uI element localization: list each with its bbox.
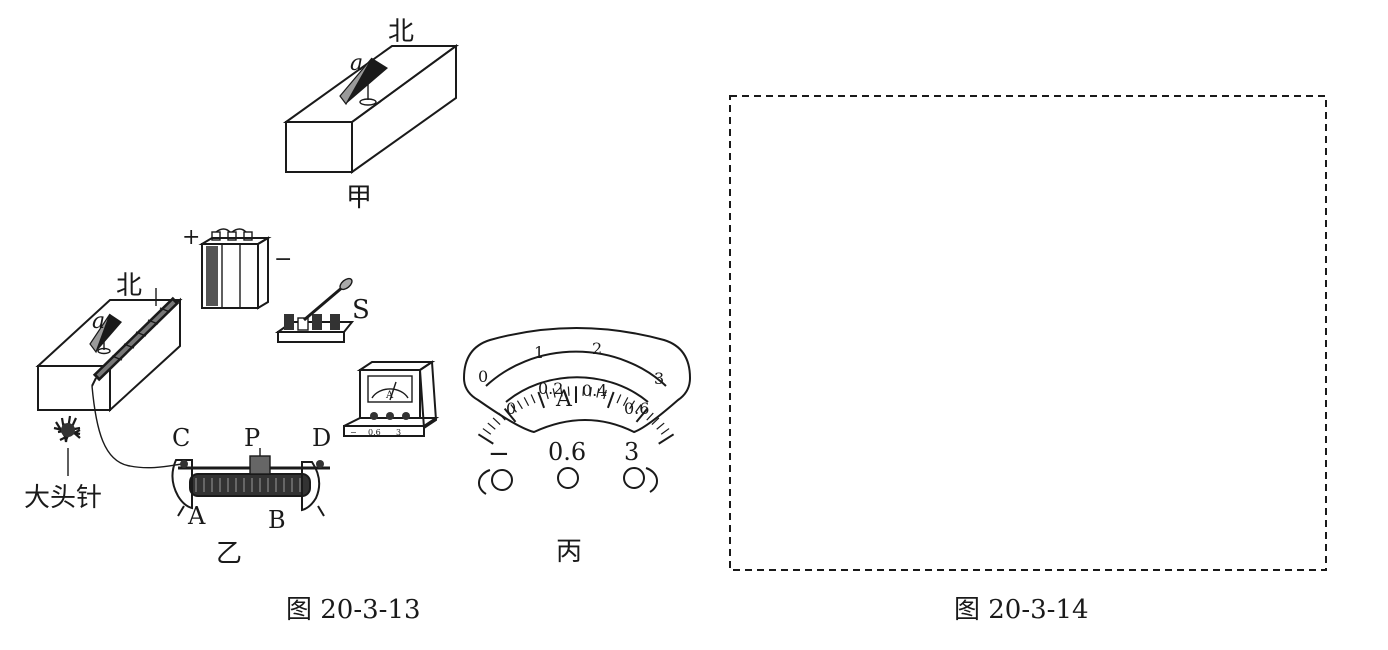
dial-face <box>462 327 692 434</box>
small-ammeter <box>343 360 440 437</box>
dial-tick <box>487 422 496 430</box>
dial-tick <box>646 412 654 421</box>
rheostat <box>171 448 330 517</box>
figure-yi: a 北 大头针 + − <box>24 225 440 569</box>
outer-scale-2: 2 <box>592 339 602 358</box>
dial-tick <box>656 422 665 430</box>
inner-scale-02: 0.2 <box>538 379 563 398</box>
pins-cluster <box>53 415 81 476</box>
caption-left: 图 20-3-13 <box>286 595 421 625</box>
needle-label-jia: a <box>350 51 363 76</box>
dial-tick <box>635 404 642 413</box>
answer-box[interactable] <box>729 95 1327 571</box>
switch-label: S <box>352 295 370 325</box>
label-jia: 甲 <box>346 183 372 213</box>
rheostat-terminal-B: B <box>268 506 286 534</box>
terminal-neg-hook <box>477 469 491 495</box>
small-meter-unit: A <box>385 390 394 401</box>
dial-tick <box>530 394 536 404</box>
rheostat-terminal-D: D <box>312 424 331 452</box>
battery-minus-label: − <box>274 247 292 272</box>
needle-label-yi: a <box>92 309 105 334</box>
dial-arc-inner <box>505 376 649 403</box>
figure-jia: a 北 甲 <box>282 17 460 213</box>
rheostat-terminal-C: C <box>172 424 190 452</box>
dial-tick <box>523 397 530 407</box>
dial-tick <box>545 389 549 400</box>
outer-scale-3: 3 <box>654 369 664 388</box>
pins-label: 大头针 <box>24 483 102 513</box>
outer-scale-0: 0 <box>478 367 488 386</box>
outer-scale-1: 1 <box>534 343 544 362</box>
terminal-label-3: 3 <box>624 438 639 466</box>
terminal-3-hook <box>645 467 659 493</box>
dial-tick <box>616 394 622 404</box>
connecting-wire <box>91 385 183 469</box>
block-jia <box>282 44 460 174</box>
inner-scale-04: 0.4 <box>582 381 607 400</box>
label-bing: 丙 <box>556 537 582 567</box>
terminal-3 <box>623 467 645 489</box>
dial-tick <box>503 407 517 423</box>
battery-plus-label: + <box>182 225 200 250</box>
dial-tick <box>567 386 570 396</box>
dial-ticks <box>477 386 675 445</box>
battery <box>198 228 272 310</box>
dial-tick <box>516 400 523 410</box>
dial-tick <box>635 407 649 423</box>
dial-tick <box>510 404 517 413</box>
label-yi: 乙 <box>216 539 242 569</box>
small-meter-terminal-3: 3 <box>396 428 401 437</box>
dial-arc-outer <box>485 350 667 387</box>
dial-tick <box>651 417 660 425</box>
dial-tick <box>492 417 501 425</box>
dial-tick <box>582 386 585 396</box>
dial-unit: A <box>555 387 573 412</box>
inner-scale-06: 0.6 <box>624 399 649 418</box>
dial-tick <box>658 433 675 445</box>
terminal-label-neg: − <box>488 439 510 469</box>
small-meter-terminal-neg: − <box>350 428 357 437</box>
rheostat-terminal-P: P <box>244 424 260 452</box>
dial-tick <box>482 428 492 435</box>
inner-scale-0: 0 <box>506 399 516 418</box>
caption-right: 图 20-3-14 <box>954 595 1089 625</box>
dial-tick <box>606 391 615 409</box>
terminal-06 <box>557 467 579 489</box>
dial-tick <box>603 389 607 400</box>
dial-tick <box>537 391 546 409</box>
dial-tick <box>629 400 636 410</box>
dial-tick <box>560 387 563 397</box>
compass-needle-jia <box>339 57 388 106</box>
compass-needle-yi <box>89 313 122 355</box>
dial-tick <box>596 388 600 398</box>
dial-tick <box>498 412 506 421</box>
rheostat-terminal-A: A <box>187 502 206 530</box>
dial-tick <box>477 433 494 445</box>
dial-tick <box>660 428 670 435</box>
dial-tick <box>622 397 629 407</box>
terminal-neg <box>491 469 513 491</box>
terminal-label-06: 0.6 <box>548 438 586 466</box>
small-meter-terminal-06: 0.6 <box>368 428 381 437</box>
dial-tick <box>589 387 592 397</box>
north-label-yi: 北 <box>116 271 142 301</box>
dial-tick <box>552 388 556 398</box>
electromagnet-coil <box>91 288 180 387</box>
figure-bing: 0 1 2 3 0 0.2 0.4 0.6 A − 0.6 3 丙 <box>462 327 692 567</box>
switch <box>274 277 355 343</box>
north-label-jia: 北 <box>388 17 414 47</box>
